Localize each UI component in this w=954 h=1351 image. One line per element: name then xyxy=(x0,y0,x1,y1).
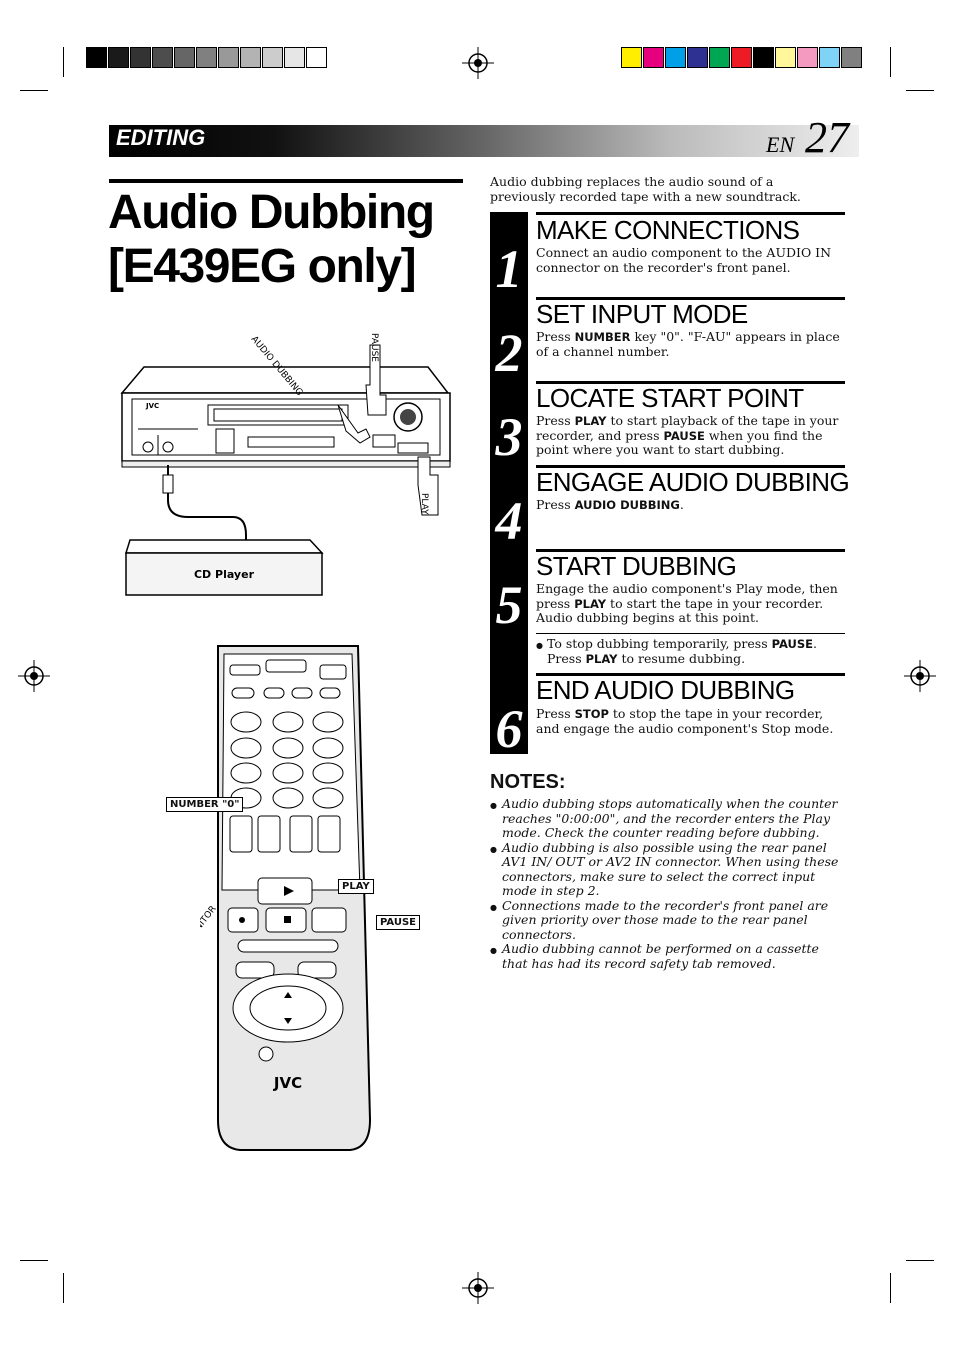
note-item: Connections made to the recorder's front… xyxy=(490,898,845,943)
calibration-swatch xyxy=(775,47,796,68)
calibration-swatch xyxy=(731,47,752,68)
calibration-swatch xyxy=(240,47,261,68)
play-label: PLAY xyxy=(338,879,374,894)
step-number-2: 2 xyxy=(495,323,523,383)
section-band xyxy=(109,125,859,157)
calibration-swatch xyxy=(86,47,107,68)
step-rule xyxy=(536,212,845,215)
color-calibration-bars xyxy=(621,47,863,68)
crop-mark xyxy=(20,1260,48,1261)
note-item: Audio dubbing is also possible using the… xyxy=(490,840,845,899)
calibration-swatch xyxy=(687,47,708,68)
crop-mark xyxy=(20,90,48,91)
calibration-swatch xyxy=(174,47,195,68)
registration-mark-icon xyxy=(904,660,936,692)
calibration-swatch xyxy=(130,47,151,68)
step-2-body: Press NUMBER key "0". "F-AU" appears in … xyxy=(536,329,840,359)
language-label: EN xyxy=(766,132,795,157)
step-3-heading: LOCATE START POINT xyxy=(536,383,804,413)
remote-control-illustration: JVC AUDIO MONITOR xyxy=(200,645,372,1151)
page-title: Audio Dubbing [E439EG only] xyxy=(108,186,473,294)
step-5-bullet: ●To stop dubbing temporarily, press PAUS… xyxy=(536,636,817,666)
crop-mark xyxy=(890,1273,891,1303)
step-5-divider xyxy=(536,633,845,634)
calibration-swatch xyxy=(152,47,173,68)
calibration-swatch xyxy=(108,47,129,68)
pause-label: PAUSE xyxy=(376,915,420,930)
cd-player-label: CD Player xyxy=(194,568,255,581)
step-2-heading: SET INPUT MODE xyxy=(536,299,748,329)
page-number: 27 xyxy=(805,113,849,162)
audio-monitor-callout: AUDIO MONITOR xyxy=(200,904,219,970)
step-rule xyxy=(536,297,845,300)
crop-mark xyxy=(63,47,64,77)
step-4-heading: ENGAGE AUDIO DUBBING xyxy=(536,467,850,497)
number-zero-label: NUMBER "0" xyxy=(166,797,244,812)
step-number-1: 1 xyxy=(495,239,523,299)
crop-mark xyxy=(890,47,891,77)
notes-list: Audio dubbing stops automatically when t… xyxy=(490,796,845,971)
section-label: EDITING xyxy=(116,125,206,150)
vcr-brand: JVC xyxy=(145,402,159,410)
step-rule xyxy=(536,381,845,384)
remote-brand: JVC xyxy=(273,1074,302,1092)
calibration-swatch xyxy=(753,47,774,68)
step-5-heading: START DUBBING xyxy=(536,551,737,581)
calibration-swatch xyxy=(797,47,818,68)
calibration-swatch xyxy=(621,47,642,68)
step-rule xyxy=(536,673,845,676)
step-1-heading: MAKE CONNECTIONS xyxy=(536,215,800,245)
notes-heading: NOTES: xyxy=(490,771,566,793)
step-rule xyxy=(536,549,845,552)
intro-text: Audio dubbing replaces the audio sound o… xyxy=(490,174,801,204)
gray-calibration-bars xyxy=(86,47,328,68)
calibration-swatch xyxy=(218,47,239,68)
step-1-body: Connect an audio component to the AUDIO … xyxy=(536,245,832,275)
step-6-heading: END AUDIO DUBBING xyxy=(536,675,795,705)
title-line-2: [E439EG only] xyxy=(108,240,417,293)
registration-mark-icon xyxy=(462,47,494,79)
calibration-swatch xyxy=(196,47,217,68)
step-6-body: Press STOP to stop the tape in your reco… xyxy=(536,706,834,736)
calibration-swatch xyxy=(665,47,686,68)
step-5-body: Engage the audio component's Play mode, … xyxy=(536,581,838,625)
step-number-3: 3 xyxy=(495,407,523,467)
crop-mark xyxy=(906,90,934,91)
play-callout: PLAY xyxy=(419,493,429,515)
calibration-swatch xyxy=(284,47,305,68)
crop-mark xyxy=(63,1273,64,1303)
title-line-1: Audio Dubbing xyxy=(108,186,435,239)
step-number-bar xyxy=(490,212,528,754)
note-item: Audio dubbing cannot be performed on a c… xyxy=(490,941,845,971)
step-number-6: 6 xyxy=(495,699,523,759)
calibration-swatch xyxy=(643,47,664,68)
calibration-swatch xyxy=(306,47,327,68)
registration-mark-icon xyxy=(18,660,50,692)
step-number-4: 4 xyxy=(495,491,523,551)
pause-callout: PAUSE xyxy=(369,333,379,362)
calibration-swatch xyxy=(709,47,730,68)
step-3-body: Press PLAY to start playback of the tape… xyxy=(536,413,839,457)
calibration-swatch xyxy=(841,47,862,68)
registration-mark-icon xyxy=(462,1272,494,1304)
vcr-connection-diagram: JVC CD Player AUDIO DUBBING PAUSE PLAY xyxy=(120,333,451,596)
title-rule xyxy=(109,179,463,183)
step-rule xyxy=(536,465,845,468)
crop-mark xyxy=(906,1260,934,1261)
calibration-swatch xyxy=(819,47,840,68)
note-item: Audio dubbing stops automatically when t… xyxy=(490,796,845,841)
calibration-swatch xyxy=(262,47,283,68)
step-4-body: Press AUDIO DUBBING. xyxy=(536,497,684,512)
step-number-5: 5 xyxy=(495,575,523,635)
